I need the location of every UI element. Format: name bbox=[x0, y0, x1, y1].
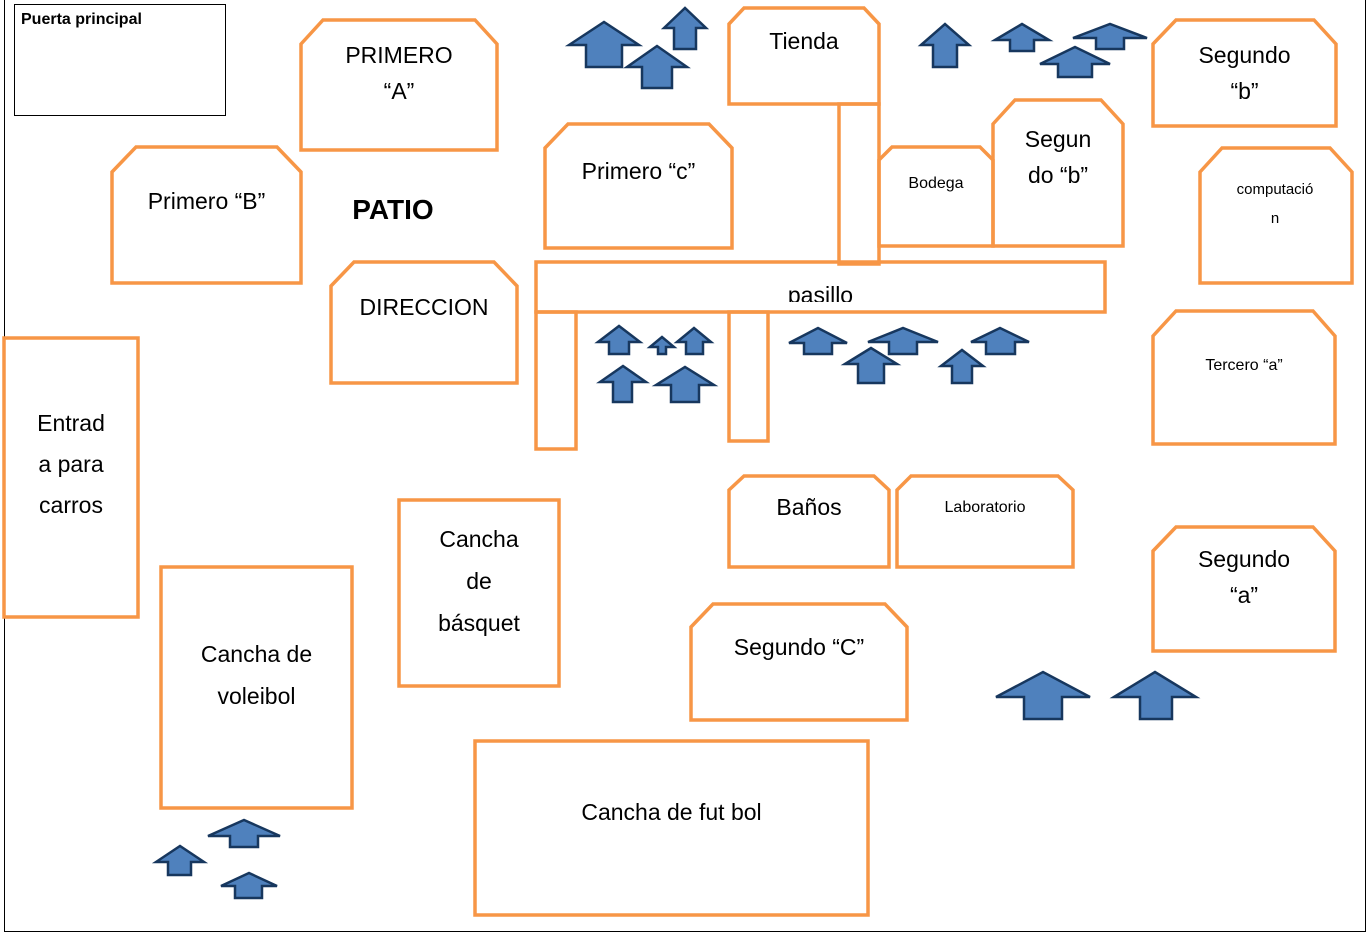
room-segundo-c bbox=[689, 602, 909, 722]
court-futbol-label: Cancha de fut bol bbox=[581, 799, 762, 825]
up-arrow-icon bbox=[840, 346, 902, 385]
room-segundo-b-mid bbox=[991, 98, 1125, 248]
corridor-pasillo bbox=[534, 260, 1107, 314]
room-direccion-label: DIRECCION bbox=[359, 294, 489, 320]
up-arrow-icon bbox=[651, 365, 719, 404]
up-arrow-icon bbox=[1072, 22, 1148, 51]
court-voleibol bbox=[159, 565, 354, 810]
room-tercero-a-label: Tercero “a” bbox=[1205, 357, 1283, 374]
up-arrow-icon bbox=[623, 44, 691, 90]
up-arrow-icon bbox=[788, 326, 848, 356]
court-voleibol-label: Cancha de voleibol bbox=[200, 641, 313, 709]
room-primero-c-label: Primero “c” bbox=[581, 158, 696, 184]
entrada-carros-label: Entrad a para carros bbox=[37, 410, 105, 518]
up-arrow-icon bbox=[995, 670, 1091, 721]
up-arrow-icon bbox=[151, 844, 209, 877]
up-arrow-icon bbox=[564, 20, 644, 69]
room-laboratorio bbox=[895, 474, 1075, 569]
room-bodega-label: Bodega bbox=[908, 175, 964, 192]
corridor-right-leg bbox=[727, 310, 770, 443]
room-primero-b-label: Primero “B” bbox=[147, 188, 266, 214]
corridor-left-leg bbox=[534, 310, 578, 451]
up-arrow-icon bbox=[220, 871, 278, 900]
room-segundo-a-label: Segundo “a” bbox=[1197, 546, 1291, 608]
court-futbol bbox=[473, 739, 870, 917]
room-segundo-b-top bbox=[1151, 18, 1338, 128]
room-primero-a-label: PRIMERO “A” bbox=[345, 42, 453, 104]
room-banos bbox=[727, 474, 891, 569]
up-arrow-icon bbox=[917, 22, 973, 69]
up-arrow-icon bbox=[673, 326, 715, 356]
room-primero-b bbox=[110, 145, 303, 285]
up-arrow-icon bbox=[646, 335, 678, 356]
corridor-pasillo-label: pasillo bbox=[787, 282, 854, 302]
up-arrow-icon bbox=[990, 22, 1054, 53]
up-arrow-icon bbox=[660, 6, 710, 51]
patio-label: PATIO bbox=[352, 194, 434, 225]
up-arrow-icon bbox=[1109, 670, 1201, 721]
up-arrow-icon bbox=[596, 364, 650, 404]
room-computacion bbox=[1198, 146, 1354, 285]
up-arrow-icon bbox=[867, 326, 939, 356]
up-arrow-icon bbox=[937, 348, 987, 385]
court-basquet-label: Cancha de básquet bbox=[438, 526, 520, 636]
room-primero-a bbox=[299, 18, 499, 152]
room-tercero-a bbox=[1151, 309, 1337, 446]
up-arrow-icon bbox=[970, 326, 1030, 356]
room-segundo-a bbox=[1151, 525, 1337, 653]
room-computacion-label: computació n bbox=[1236, 181, 1314, 227]
corridor-vertical-tienda bbox=[837, 102, 881, 266]
up-arrow-icon bbox=[1039, 45, 1111, 79]
up-arrow-icon bbox=[207, 818, 281, 849]
room-segundo-c-label: Segundo “C” bbox=[733, 634, 865, 660]
area-entrada-carros bbox=[2, 336, 140, 619]
main-entrance-box: Puerta principal bbox=[14, 4, 226, 116]
court-basquet bbox=[397, 498, 561, 688]
room-segundo-b-mid-label: Segun do “b” bbox=[1024, 126, 1092, 188]
room-banos-label: Baños bbox=[776, 494, 842, 520]
room-tienda-label: Tienda bbox=[769, 28, 839, 54]
room-primero-c bbox=[543, 122, 734, 250]
room-laboratorio-label: Laboratorio bbox=[944, 499, 1026, 516]
room-direccion bbox=[329, 260, 519, 385]
up-arrow-icon bbox=[594, 324, 644, 356]
room-segundo-b-top-label: Segundo “b” bbox=[1198, 42, 1291, 104]
main-entrance-label: Puerta principal bbox=[21, 11, 142, 28]
